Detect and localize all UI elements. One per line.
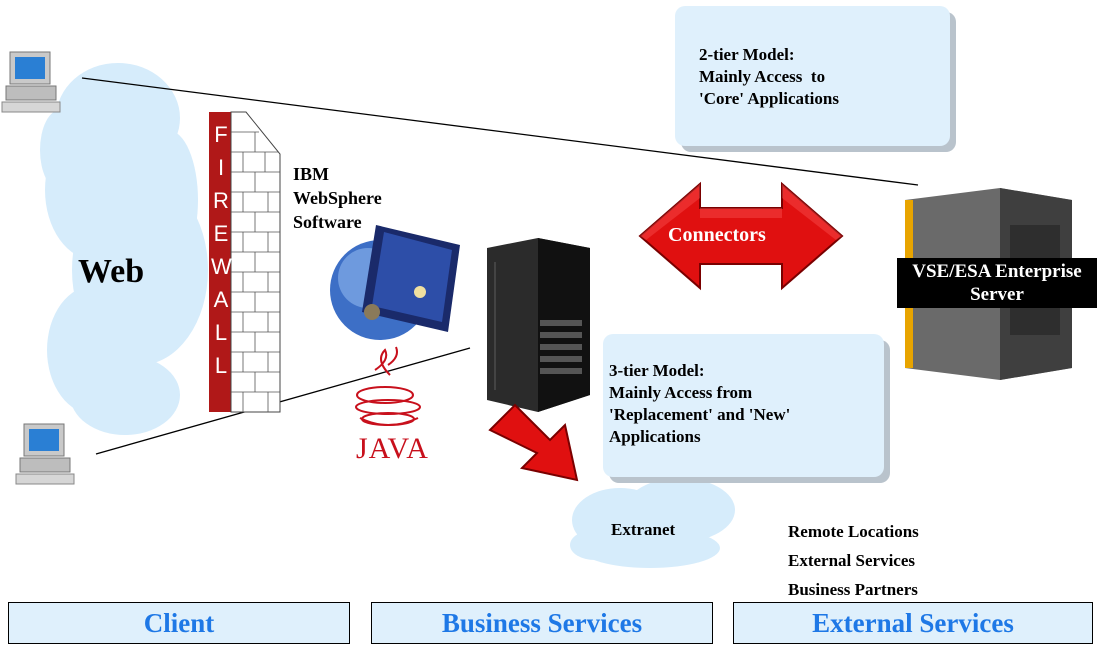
web-cloud [40,63,208,435]
websphere-label: IBM WebSphere Software [293,164,382,232]
firewall-letter: I [217,155,225,180]
java-logo-icon [355,346,421,426]
firewall-letter: L [214,320,228,345]
tier-business-services: Business Services [371,602,713,644]
list-item: Remote Locations [788,522,919,541]
application-server-icon [487,238,590,412]
tier-client: Client [8,602,350,644]
firewall-label: F I R E W A L L [211,118,232,382]
firewall-letter: F [214,122,228,147]
connection-line-bottom [95,347,471,455]
extranet-label: Extranet [611,520,676,539]
computer-icon-top [1,51,61,113]
two-tier-callout: 2-tier Model: Mainly Access to 'Core' Ap… [675,6,950,146]
extranet-cloud [570,478,735,568]
two-tier-text: 2-tier Model: Mainly Access to 'Core' Ap… [699,45,839,108]
computer-icon-bottom [15,423,75,485]
firewall-letter: L [214,353,228,378]
list-item: Business Partners [788,580,918,599]
firewall-letter: W [211,254,232,279]
websphere-logo-icon [330,225,460,340]
external-partners-list: Remote Locations External Services Busin… [788,517,919,604]
enterprise-server-label: VSE/ESA Enterprise Server [897,258,1097,308]
connectors-label: Connectors [668,224,766,246]
firewall-letter: R [213,188,229,213]
firewall-letter: A [213,287,229,312]
java-label: JAVA [356,432,429,465]
extranet-arrow [488,403,579,482]
web-label: Web [78,253,145,290]
list-item: External Services [788,551,915,570]
connection-line-top [81,77,919,186]
tier-external-services: External Services [733,602,1093,644]
firewall [209,111,281,413]
firewall-letter: E [213,221,229,246]
three-tier-callout: 3-tier Model: Mainly Access from 'Replac… [603,334,884,477]
connectors-arrow [638,181,844,291]
three-tier-text: 3-tier Model: Mainly Access from 'Replac… [609,361,791,446]
